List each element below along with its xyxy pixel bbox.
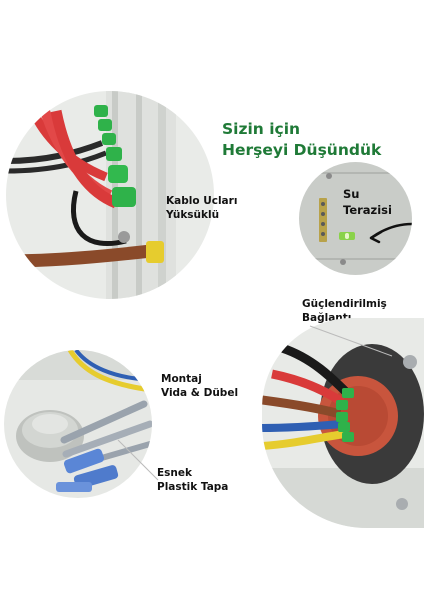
headline-line-2: Herşeyi Düşündük	[222, 141, 382, 159]
spirit-level-photo	[299, 162, 412, 275]
headline: Sizin için Herşeyi Düşündük	[222, 119, 381, 161]
spirit-level-label: Su Terazisi	[343, 187, 392, 217]
reinforced-connection-photo	[262, 318, 424, 528]
headline-line-1: Sizin için	[222, 120, 301, 138]
plastic-plug-label: Esnek Plastik Tapa	[157, 467, 229, 493]
cable-lugs-label: Kablo Ucları Yüksüklü	[166, 195, 238, 221]
mounting-photo	[4, 350, 152, 498]
mounting-label: Montaj Vida & Dübel	[161, 373, 239, 399]
